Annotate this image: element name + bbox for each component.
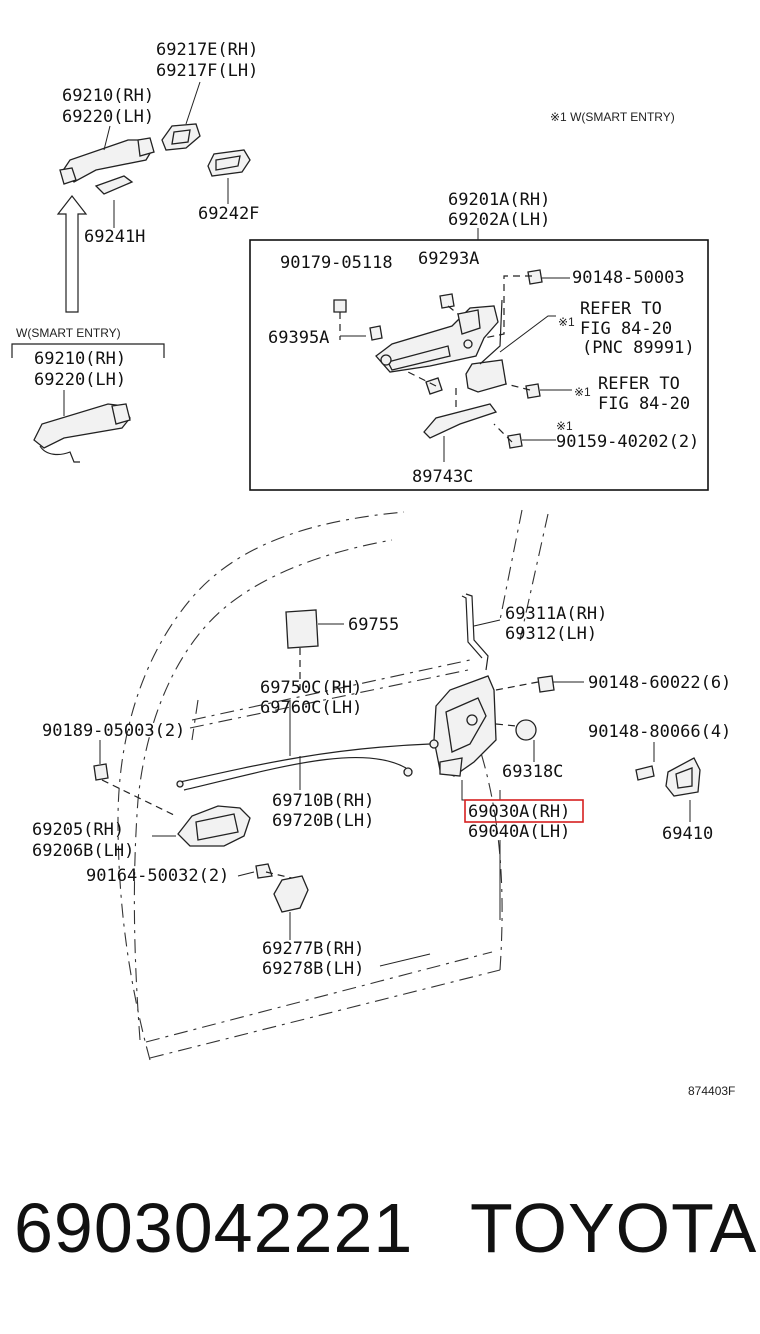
label-69760C: 69760C(LH) xyxy=(260,698,362,718)
figure-code: 874403F xyxy=(688,1084,735,1098)
inside-handle-icon xyxy=(177,805,251,847)
label-69750C: 69750C(RH) xyxy=(260,678,362,698)
label-69312: 69312(LH) xyxy=(505,624,597,644)
label-69030A: 69030A(RH) xyxy=(468,802,570,822)
smart-entry-handle-icon xyxy=(33,403,131,463)
label-90148-60022: 90148-60022(6) xyxy=(588,673,731,693)
label-69720B: 69720B(LH) xyxy=(272,811,374,831)
door-outline xyxy=(117,511,405,1061)
label-69205: 69205(RH) xyxy=(32,820,124,840)
refer2-line1: REFER TO xyxy=(598,374,680,394)
label-90179: 90179-05118 xyxy=(280,253,393,273)
smart-entry-group-label: W(SMART ENTRY) xyxy=(16,326,121,340)
label-69206B: 69206B(LH) xyxy=(32,841,134,861)
label-90164: 90164-50032(2) xyxy=(86,866,229,886)
label-69217F: 69217F(LH) xyxy=(156,61,258,81)
label-69242F: 69242F xyxy=(198,204,259,224)
lock-link-bracket-icon xyxy=(423,403,498,439)
outside-handle-assembly-icon xyxy=(59,137,155,185)
label-69395A: 69395A xyxy=(268,328,329,348)
highlight-frame xyxy=(464,799,584,823)
door-lock-assembly-icon xyxy=(433,675,497,777)
refer1-line1: REFER TO xyxy=(580,299,662,319)
door-lock-actuator-icon xyxy=(375,305,499,373)
lock-rod-icon xyxy=(461,593,489,671)
handle-pad-icon xyxy=(207,149,251,177)
label-69040A: 69040A(LH) xyxy=(468,822,570,842)
label-69277B: 69277B(RH) xyxy=(262,939,364,959)
label-90189: 90189-05003(2) xyxy=(42,721,185,741)
refer1-line3: (PNC 89991) xyxy=(582,338,695,358)
label-69311A: 69311A(RH) xyxy=(505,604,607,624)
handle-frame-icon xyxy=(161,123,201,151)
handle-bezel-icon xyxy=(273,875,309,913)
lock-cable-icon xyxy=(176,739,439,791)
label-69201A: 69201A(RH) xyxy=(448,190,550,210)
up-arrow-icon xyxy=(56,195,88,313)
lock-motor-icon xyxy=(465,299,507,393)
label-90148-50003: 90148-50003 xyxy=(572,268,685,288)
label-69755: 69755 xyxy=(348,615,399,635)
label-69217E: 69217E(RH) xyxy=(156,40,258,60)
lock-detail-box xyxy=(249,239,709,491)
grommet-icon xyxy=(515,719,537,741)
label-69293A: 69293A xyxy=(418,249,479,269)
p90159-mark: ※1 xyxy=(556,419,573,433)
label-69202A: 69202A(LH) xyxy=(448,210,550,230)
label-90159: 90159-40202(2) xyxy=(556,432,699,452)
bolt-icon xyxy=(333,269,543,449)
label-69710B: 69710B(RH) xyxy=(272,791,374,811)
label-69220-se: 69220(LH) xyxy=(34,370,126,390)
brand-caption: TOYOTA xyxy=(470,1189,758,1267)
door-striker-icon xyxy=(665,757,701,797)
handle-cap-icon xyxy=(94,175,134,195)
part-number-caption: 6903042221 xyxy=(14,1189,414,1267)
refer2-line2: FIG 84-20 xyxy=(598,394,690,414)
label-69410: 69410 xyxy=(662,824,713,844)
label-69241H: 69241H xyxy=(84,227,145,247)
label-69318C: 69318C xyxy=(502,762,563,782)
screw-icon xyxy=(93,675,655,879)
refer1-line2: FIG 84-20 xyxy=(580,319,672,339)
label-89743C: 89743C xyxy=(412,467,473,487)
refer1-mark: ※1 xyxy=(558,315,575,329)
smart-entry-note: ※1 W(SMART ENTRY) xyxy=(550,110,675,124)
label-69210-se: 69210(RH) xyxy=(34,349,126,369)
label-90148-80066: 90148-80066(4) xyxy=(588,722,731,742)
door-control-module-icon xyxy=(285,609,319,649)
label-69278B: 69278B(LH) xyxy=(262,959,364,979)
refer2-mark: ※1 xyxy=(574,385,591,399)
label-69210-top: 69210(RH) xyxy=(62,86,154,106)
label-69220-top: 69220(LH) xyxy=(62,107,154,127)
